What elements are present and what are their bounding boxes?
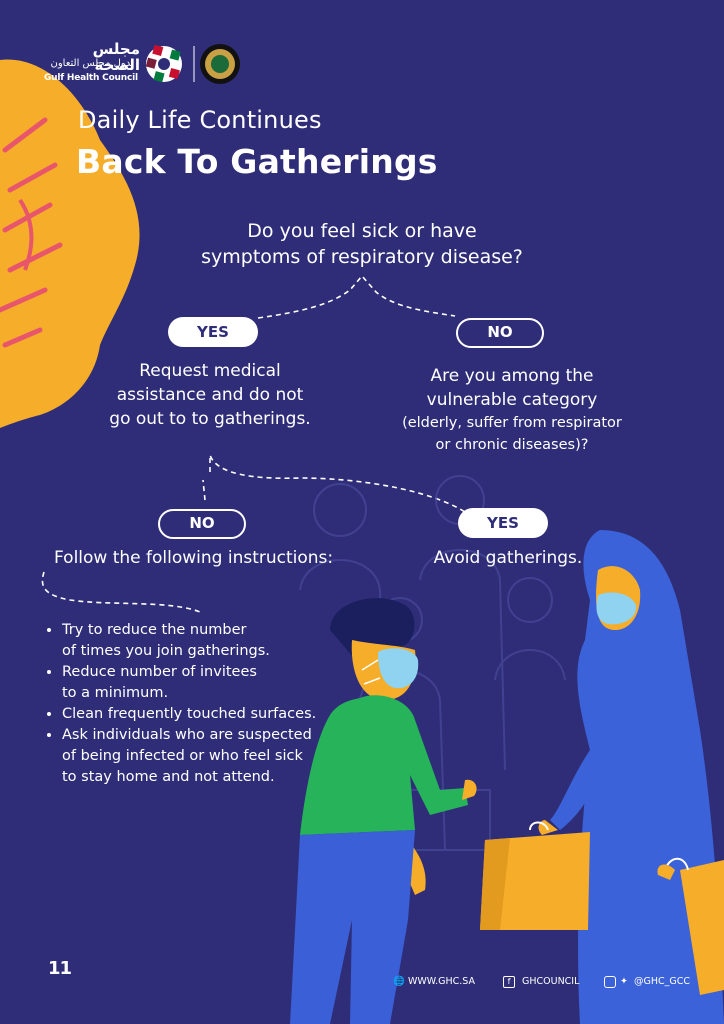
yes-outcome-line: go out to to gatherings.: [109, 409, 311, 429]
decorative-leaf-blob: [0, 59, 140, 428]
instruction-item: Clean frequently touched surfaces.: [62, 704, 362, 725]
instagram-icon: [604, 976, 616, 988]
social-handle[interactable]: @GHC_GCC: [634, 976, 691, 987]
website-link[interactable]: WWW.GHC.SA: [408, 976, 475, 987]
vulnerable-question-line: Are you among the: [430, 366, 594, 386]
facebook-handle[interactable]: GHCOUNCIL: [522, 976, 580, 987]
yes-outcome-text: Request medical assistance and do not go…: [90, 359, 330, 431]
no-answer-pill-2: NO: [158, 509, 246, 539]
instructions-heading: Follow the following instructions:: [54, 548, 334, 568]
logo-english-name: Gulf Health Council: [44, 73, 138, 83]
twitter-icon: ✦: [620, 976, 628, 987]
vulnerable-question-line: vulnerable category: [426, 390, 598, 410]
globe-icon: 🌐: [393, 976, 405, 987]
vulnerable-note-line: (elderly, suffer from respirator: [402, 415, 622, 431]
page-number: 11: [48, 958, 72, 979]
main-question-line: symptoms of respiratory disease?: [201, 246, 523, 268]
boy-with-mask-illustration: [290, 598, 477, 1024]
subtitle: Daily Life Continues: [78, 106, 322, 134]
logo-arabic-name: مجلس الصحة: [92, 40, 140, 74]
yes-outcome-line: Request medical: [139, 361, 281, 381]
facebook-icon: f: [503, 976, 515, 988]
avoid-gatherings-text: Avoid gatherings.: [433, 548, 583, 568]
woman-with-mask-illustration: [480, 530, 724, 1024]
logo-arabic-subtitle: لدول مجلس التعاون: [50, 58, 134, 69]
yes-answer-pill-2: YES: [458, 508, 548, 538]
council-logo-icon: [145, 44, 240, 84]
no-answer-pill: NO: [456, 318, 544, 348]
main-question-line: Do you feel sick or have: [247, 220, 477, 242]
instruction-item: Try to reduce the number of times you jo…: [62, 620, 362, 662]
main-question: Do you feel sick or have symptoms of res…: [150, 218, 574, 270]
yes-answer-pill: YES: [168, 317, 258, 347]
yes-outcome-line: assistance and do not: [116, 385, 304, 405]
vulnerable-question: Are you among the vulnerable category (e…: [380, 364, 644, 456]
vulnerable-note-line: or chronic diseases)?: [435, 437, 589, 453]
instructions-list: Try to reduce the number of times you jo…: [46, 620, 362, 788]
instruction-item: Ask individuals who are suspected of bei…: [62, 725, 362, 788]
instruction-item: Reduce number of invitees to a minimum.: [62, 662, 362, 704]
page-title: Back To Gatherings: [76, 142, 438, 181]
